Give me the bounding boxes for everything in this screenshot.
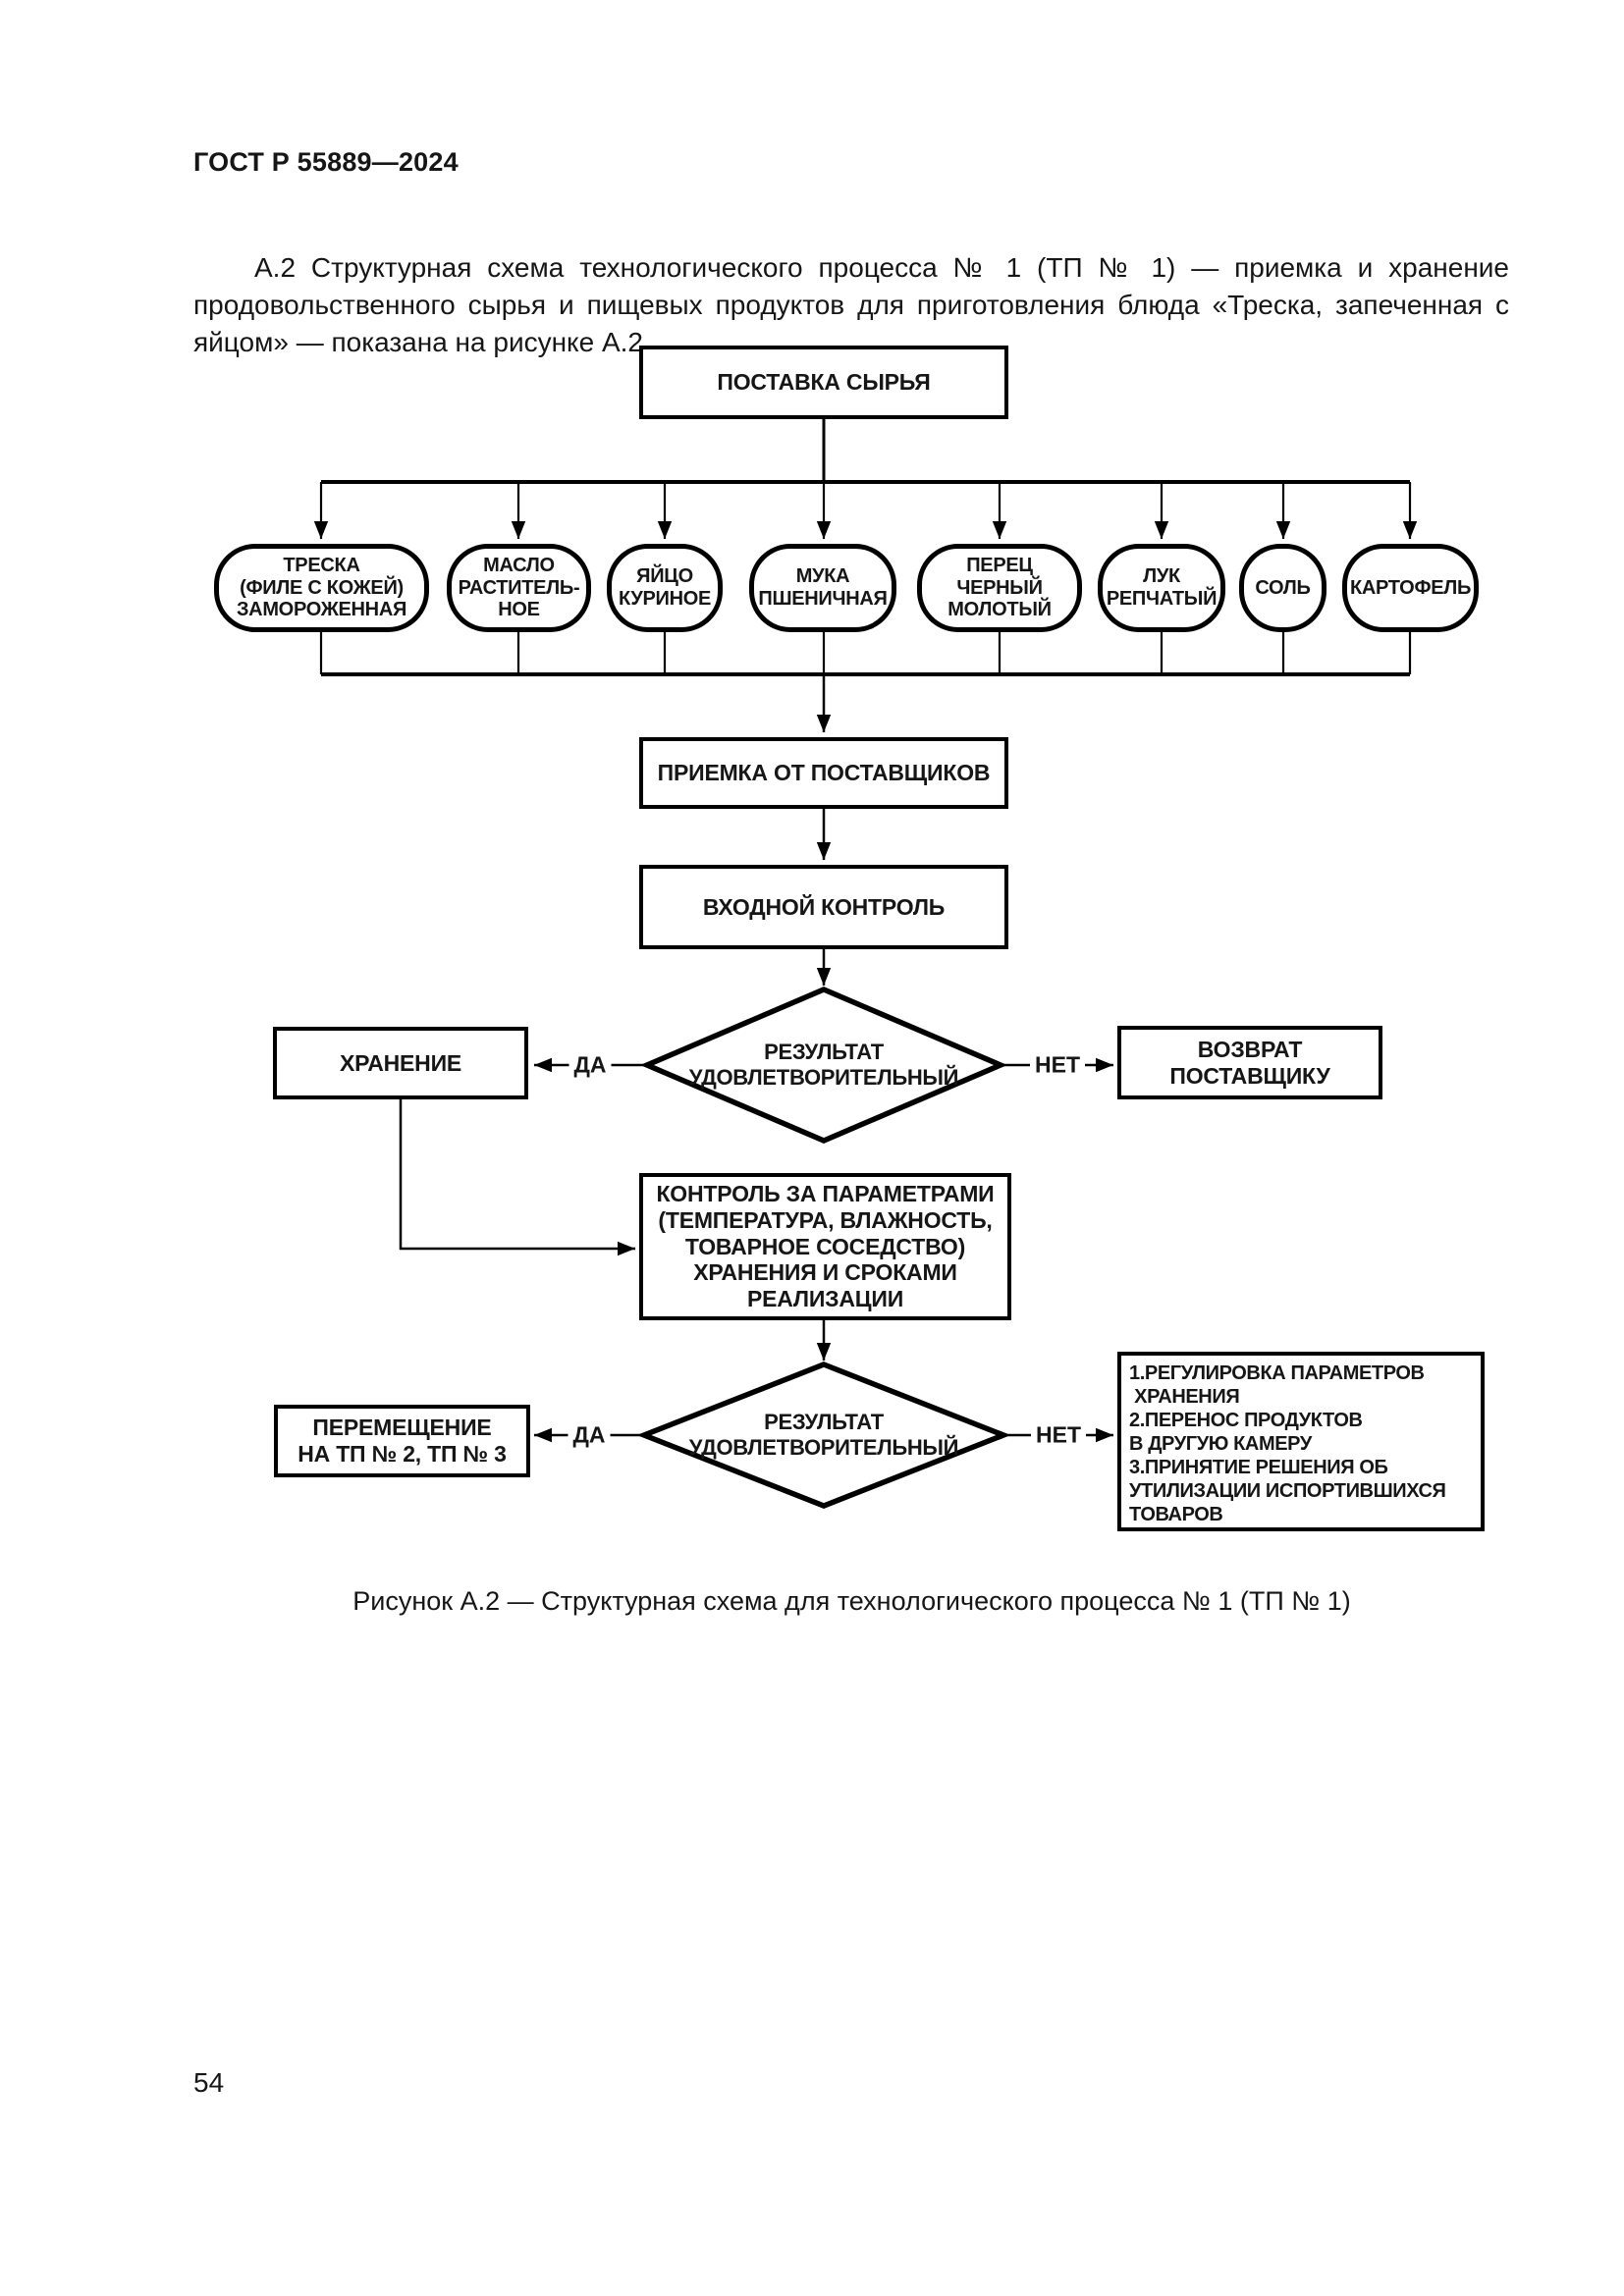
ingredient-vegetable-oil: МАСЛО РАСТИТЕЛЬ- НОЕ — [447, 544, 591, 632]
transfer-to-tp2-tp3-box: ПЕРЕМЕЩЕНИЕ НА ТП № 2, ТП № 3 — [274, 1405, 530, 1477]
ingredient-salt: СОЛЬ — [1239, 544, 1326, 632]
decision-1-yes-label: ДА — [568, 1051, 612, 1079]
decision-2-diamond — [636, 1362, 1011, 1509]
decision-1-result-satisfactory-label: РЕЗУЛЬТАТ УДОВЛЕТВОРИТЕЛЬНЫЙ — [688, 1040, 959, 1090]
decision-2-no-label: НЕТ — [1031, 1421, 1086, 1449]
return-to-supplier-box: ВОЗВРАТ ПОСТАВЩИКУ — [1117, 1026, 1382, 1099]
corrective-actions-box: 1.РЕГУЛИРОВКА ПАРАМЕТРОВ ХРАНЕНИЯ 2.ПЕРЕ… — [1117, 1352, 1485, 1531]
figure-caption: Рисунок А.2 — Структурная схема для техн… — [352, 1586, 1351, 1616]
decision-1-diamond — [640, 987, 1007, 1144]
ingredient-onion: ЛУК РЕПЧАТЫЙ — [1098, 544, 1225, 632]
decision-2-result-satisfactory-label: РЕЗУЛЬТАТ УДОВЛЕТВОРИТЕЛЬНЫЙ — [688, 1410, 959, 1460]
acceptance-from-suppliers-box: ПРИЕМКА ОТ ПОСТАВЩИКОВ — [639, 737, 1008, 809]
ingredient-ground-black-pepper: ПЕРЕЦ ЧЕРНЫЙ МОЛОТЫЙ — [917, 544, 1082, 632]
standard-number-header: ГОСТ Р 55889—2024 — [193, 147, 459, 177]
page-number: 54 — [193, 2067, 225, 2098]
ingredient-cod-fillet-frozen: ТРЕСКА (ФИЛЕ С КОЖЕЙ) ЗАМОРОЖЕННАЯ — [214, 544, 429, 632]
intro-paragraph: А.2 Структурная схема технологического п… — [193, 252, 1509, 357]
supply-of-raw-materials-box: ПОСТАВКА СЫРЬЯ — [639, 346, 1008, 419]
decision-2-yes-label: ДА — [568, 1421, 611, 1449]
parameters-control-box: КОНТРОЛЬ ЗА ПАРАМЕТРАМИ (ТЕМПЕРАТУРА, ВЛ… — [639, 1173, 1011, 1320]
ingredient-chicken-egg: ЯЙЦО КУРИНОЕ — [607, 544, 723, 632]
elbow-storage-to-parameters — [399, 1099, 635, 1256]
ingredient-wheat-flour: МУКА ПШЕНИЧНАЯ — [749, 544, 896, 632]
ingredient-potato: КАРТОФЕЛЬ — [1342, 544, 1479, 632]
decision-1-no-label: НЕТ — [1030, 1051, 1085, 1079]
storage-box: ХРАНЕНИЕ — [273, 1027, 528, 1099]
incoming-control-box: ВХОДНОЙ КОНТРОЛЬ — [639, 865, 1008, 949]
